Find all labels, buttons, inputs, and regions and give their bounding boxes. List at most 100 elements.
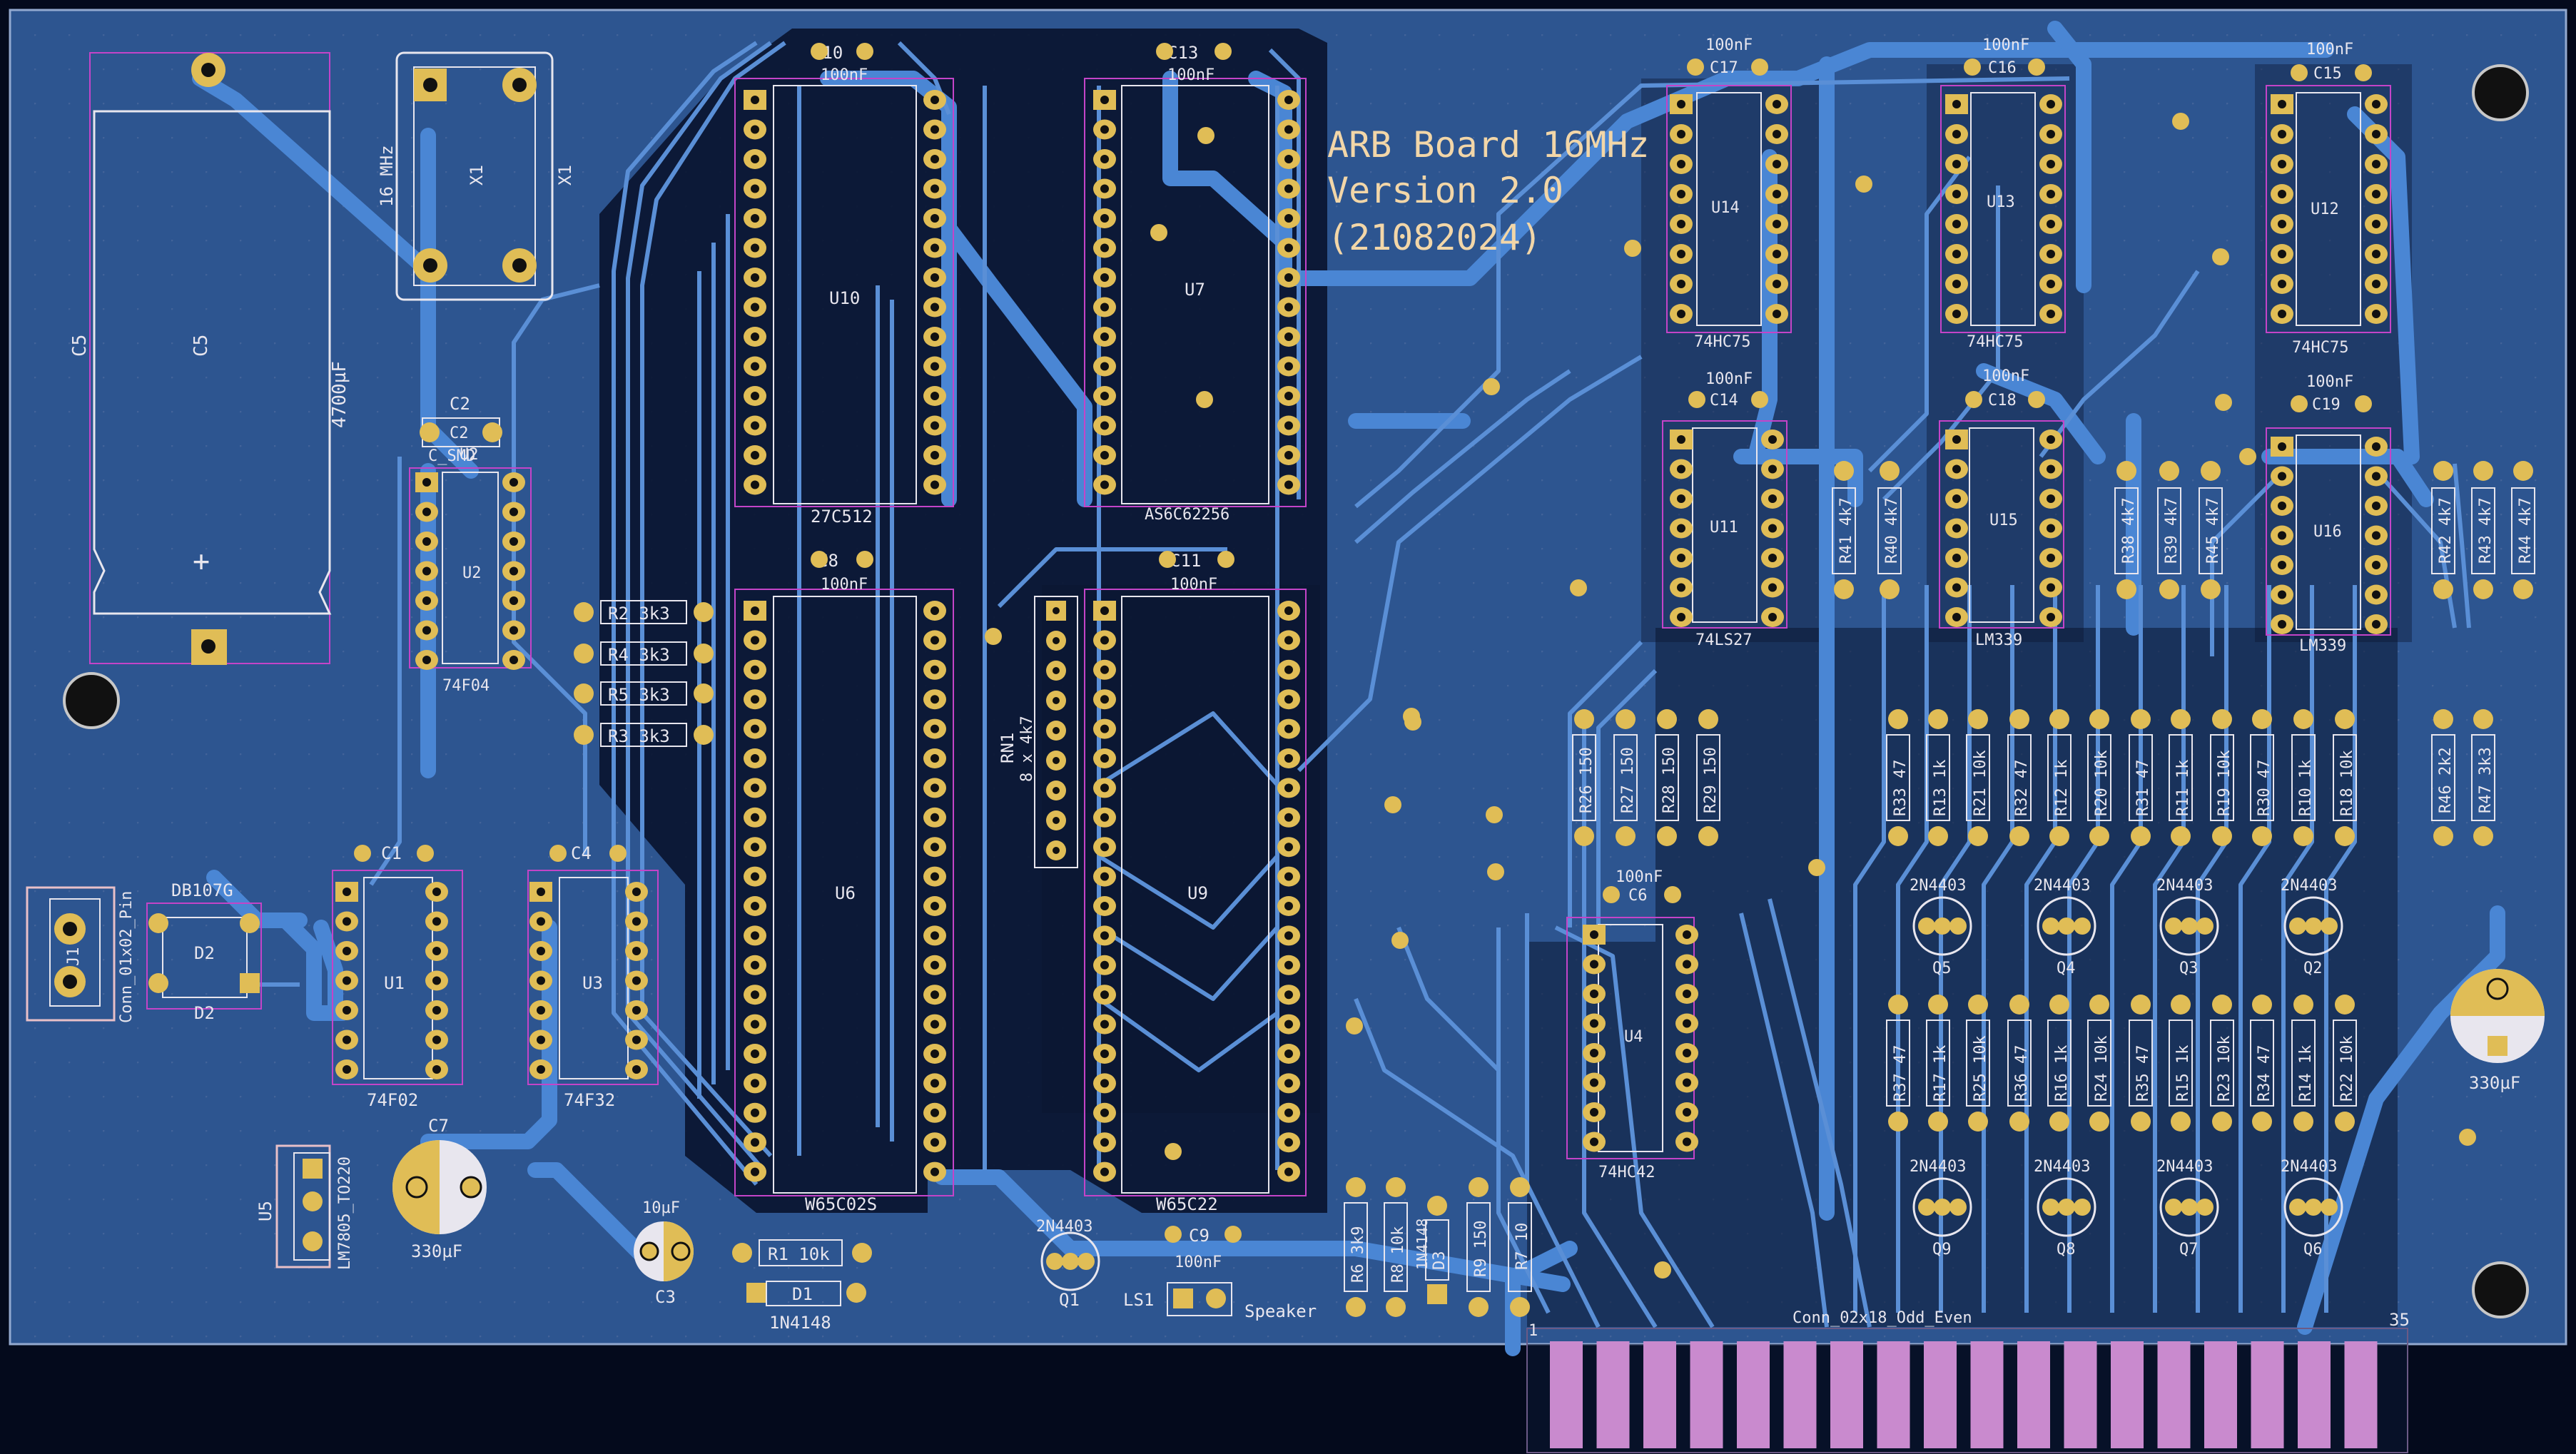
- x1-crystal[interactable]: 16 MHz X1 X1: [377, 51, 575, 301]
- j1-connector[interactable]: J1 Conn_01x02_Pin: [26, 886, 136, 1023]
- driver-resistor[interactable]: R11 1k: [2169, 709, 2193, 846]
- resistor-r43[interactable]: R43 4k7: [2471, 461, 2495, 599]
- d2-bridge[interactable]: DB107G D2 D2: [146, 880, 262, 1023]
- edge-connector[interactable]: 1 35 Conn_02x18_Odd_Even: [1526, 1309, 2410, 1453]
- driver-resistor[interactable]: R35 47: [2129, 995, 2153, 1132]
- driver-resistor[interactable]: R15 1k: [2169, 995, 2193, 1132]
- driver-resistor[interactable]: R18 10k: [2333, 709, 2357, 846]
- r1-d1-group[interactable]: R1 10k D1 1N4148: [732, 1239, 872, 1333]
- r2-r5-resistors[interactable]: R2 3k3 R4 3k3 R5 3k3 R3 3k3: [574, 600, 714, 747]
- u10-ic[interactable]: U10 27C512 C10 100nF: [734, 43, 954, 527]
- driver-resistor[interactable]: R21 10k: [1966, 709, 1990, 846]
- driver-resistor[interactable]: R37 47: [1886, 995, 1910, 1132]
- ls1-speaker[interactable]: LS1 Speaker: [1123, 1282, 1317, 1321]
- r44-label: R44 4k7: [2517, 497, 2535, 564]
- driver-resistor[interactable]: R24 10k: [2087, 995, 2111, 1132]
- resistor-r42[interactable]: R42 4k7: [2431, 461, 2455, 599]
- c7-capacitor[interactable]: C7 330µF: [392, 1116, 487, 1261]
- resistor-r27[interactable]: R27 150: [1613, 709, 1638, 846]
- u9-ic[interactable]: U9 W65C22 C11 100nF: [1084, 551, 1307, 1214]
- driver-resistor[interactable]: R19 10k: [2210, 709, 2234, 846]
- u7-ic[interactable]: U7 AS6C62256 C13 100nF: [1084, 43, 1307, 524]
- u6-ic[interactable]: U6 W65C02S C8 100nF: [734, 551, 954, 1214]
- driver-resistor[interactable]: R22 10k: [2333, 995, 2357, 1132]
- u3-ic[interactable]: U3 74F32 C4: [527, 843, 659, 1110]
- pullup-resistors[interactable]: R41 4k7 R40 4k7 R38 4k7 R39 4k7 R45 4k7 …: [1572, 461, 2535, 846]
- u13-ic[interactable]: U13 74HC75 100nF C16: [1940, 36, 2066, 351]
- u15-ic[interactable]: U15 LM339 100nF C18: [1939, 367, 2064, 649]
- driver-resistor[interactable]: R30 47: [2250, 709, 2274, 846]
- resistor-r4[interactable]: R4 3k3: [574, 641, 714, 666]
- q1-transistor[interactable]: 2N4403 Q1: [1036, 1218, 1100, 1310]
- driver-resistor[interactable]: R32 47: [2007, 709, 2032, 846]
- driver-resistor[interactable]: R13 1k: [1926, 709, 1950, 846]
- u11-ic[interactable]: U11 74LS27 100nF C14: [1662, 370, 1788, 649]
- driver-resistor[interactable]: R34 47: [2250, 995, 2274, 1132]
- u2-footprint[interactable]: C2 C2 C_SMD U2 U2 74F04: [409, 394, 532, 695]
- c5-footprint[interactable]: C5 C5 4700µF +: [69, 52, 350, 665]
- driver-resistor[interactable]: R14 1k: [2291, 995, 2316, 1132]
- c12-capacitor[interactable]: C12 330µF: [2450, 969, 2545, 1093]
- rn1-network[interactable]: RN1 8 x 4k7: [998, 596, 1078, 868]
- resistor-r3[interactable]: R3 3k3: [574, 723, 714, 747]
- driver-resistor[interactable]: R17 1k: [1926, 995, 1950, 1132]
- driver-resistor[interactable]: R33 47: [1886, 709, 1910, 846]
- via: [1487, 863, 1504, 880]
- u1-ic[interactable]: U1 74F02 C1: [332, 843, 463, 1110]
- ic-pin-hole: [632, 1035, 641, 1044]
- driver-resistor[interactable]: R25 10k: [1966, 995, 1990, 1132]
- c4-ref-label: C4: [571, 843, 592, 863]
- driver-resistor[interactable]: R20 10k: [2087, 709, 2111, 846]
- u4-ic[interactable]: U4 74HC42 100nF C6: [1566, 868, 1698, 1181]
- c9-capacitor[interactable]: C9 100nF: [1165, 1226, 1242, 1271]
- ic-pin-hole: [930, 695, 939, 704]
- resistor-r28[interactable]: R28 150: [1655, 709, 1679, 846]
- resistor-r41[interactable]: R41 4k7: [1832, 461, 1856, 599]
- r6-r9-group[interactable]: R6 3k9 R8 10k D3 1N4148 R9 150 R7 10: [1344, 1177, 1532, 1317]
- driver-resistor[interactable]: R12 1k: [2047, 709, 2072, 846]
- ic-pin-hole: [751, 184, 759, 193]
- resistor-r7[interactable]: R7 10: [1508, 1177, 1532, 1317]
- resistor-r5[interactable]: R5 3k3: [574, 681, 714, 706]
- resistor-r39[interactable]: R39 4k7: [2157, 461, 2181, 599]
- resistor-r45[interactable]: R45 4k7: [2199, 461, 2223, 599]
- resistor-r9[interactable]: R9 150: [1466, 1177, 1491, 1317]
- resistor-r29[interactable]: R29 150: [1696, 709, 1720, 846]
- u14-ic[interactable]: U14 74HC75 100nF C17: [1666, 36, 1792, 351]
- driver-resistor[interactable]: R23 10k: [2210, 995, 2234, 1132]
- ic-pin-hole: [2047, 280, 2055, 288]
- resistor-r6[interactable]: R6 3k9: [1344, 1177, 1368, 1317]
- resistor-r26[interactable]: R26 150: [1572, 709, 1596, 846]
- resistor-r2[interactable]: R2 3k3: [574, 600, 714, 624]
- resistor-r47[interactable]: R47 3k3: [2471, 709, 2495, 846]
- ic-pin-hole: [537, 917, 545, 926]
- driver-resistor[interactable]: R31 47: [2129, 709, 2153, 846]
- u12-ic[interactable]: U12 74HC75 100nF C15: [2266, 41, 2391, 357]
- u5-regulator[interactable]: U5 LM7805_TO220: [255, 1144, 354, 1270]
- resistor-r40[interactable]: R40 4k7: [1877, 461, 1902, 599]
- u16-ic[interactable]: U16 LM339 100nF C19: [2266, 373, 2391, 655]
- ic-pin-hole: [509, 566, 518, 576]
- ic-pin-hole: [751, 451, 759, 459]
- driver-resistor[interactable]: R16 1k: [2047, 995, 2072, 1132]
- c3-capacitor[interactable]: 10µF C3: [634, 1199, 694, 1307]
- resistor-r44[interactable]: R44 4k7: [2511, 461, 2535, 599]
- driver-resistor[interactable]: R10 1k: [2291, 709, 2316, 846]
- resistor-r46[interactable]: R46 2k2: [2431, 709, 2455, 846]
- diode-d3[interactable]: D3 1N4148: [1414, 1196, 1449, 1304]
- driver-resistor[interactable]: R36 47: [2007, 995, 2032, 1132]
- resistor-r8[interactable]: R8 10k: [1384, 1177, 1408, 1317]
- resistor-r38[interactable]: R38 4k7: [2114, 461, 2139, 599]
